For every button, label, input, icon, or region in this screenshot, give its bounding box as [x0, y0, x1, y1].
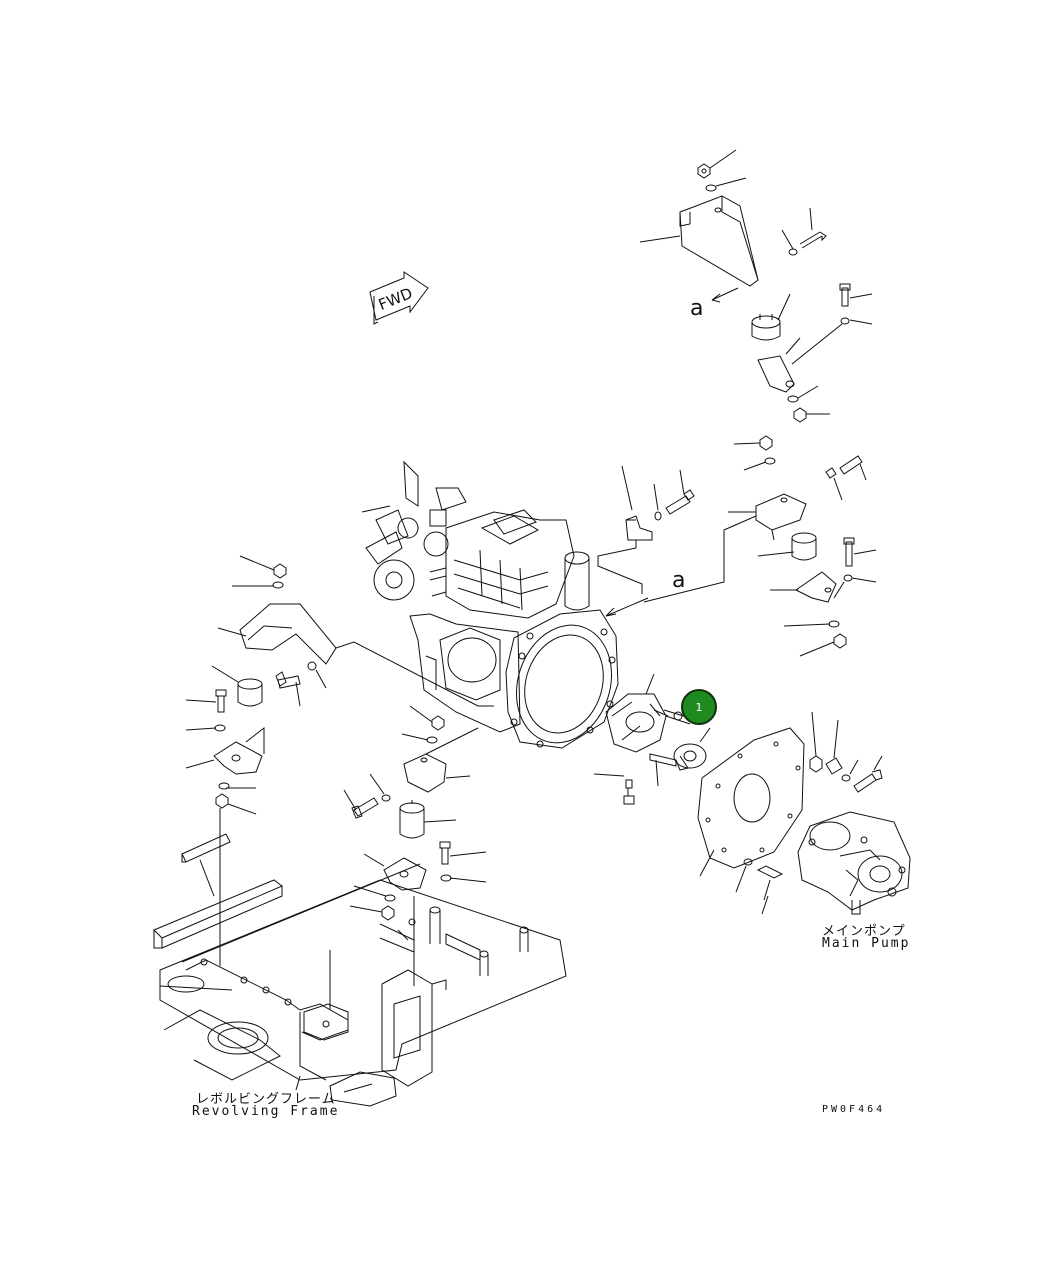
revolving-frame: [154, 834, 566, 1106]
view-ref-upper: a: [690, 296, 704, 321]
callout-number: 1: [695, 700, 703, 714]
engine: [362, 462, 694, 755]
revolving-frame-label-en: Revolving Frame: [192, 1104, 340, 1119]
coupling-assembly: [594, 674, 882, 914]
main-pump-label-jp: メインポンプ: [822, 924, 906, 939]
main-pump-label-en: Main Pump: [822, 936, 911, 951]
drawing-code: PW0F464: [822, 1104, 886, 1115]
center-mount-assembly: [344, 706, 486, 986]
mid-right-mount-assembly: [644, 436, 876, 656]
fwd-arrow-icon: [370, 272, 428, 324]
revolving-frame-label-jp: レボルビングフレーム: [196, 1092, 336, 1107]
main-pump: [798, 812, 910, 914]
view-ref-lower: a: [672, 568, 686, 593]
left-mount-assembly: [186, 556, 494, 966]
callout-1-button[interactable]: 1: [681, 689, 717, 725]
upper-right-mount-assembly: [640, 150, 872, 422]
